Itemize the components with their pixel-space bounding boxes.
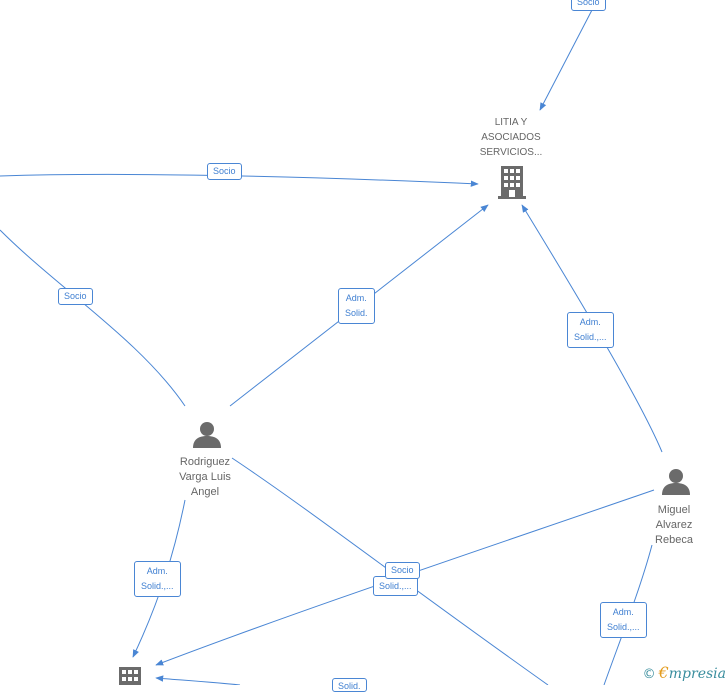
building-icon[interactable] <box>498 166 526 199</box>
building-icon[interactable] <box>119 667 141 685</box>
node-label-miguel[interactable]: Miguel Alvarez Rebeca <box>655 504 693 546</box>
edge-label-line: Solid.,... <box>574 332 607 342</box>
edge-label-socio-upper: Socio <box>207 163 242 180</box>
brand-logo-text: mpresia <box>668 666 726 682</box>
edge-bottom-to-company <box>155 675 241 685</box>
edge-label-socio-top: Socio <box>571 0 606 11</box>
person-icon[interactable] <box>193 422 221 448</box>
edge-label-socio-left: Socio <box>58 288 93 305</box>
person-icon[interactable] <box>662 469 690 495</box>
copyright-icon: © <box>642 667 656 682</box>
node-label-rodriguez[interactable]: Rodriguez Varga Luis Angel <box>179 456 231 498</box>
edge-label-adm-mid: Adm. Solid. <box>338 288 375 324</box>
brand-logo-letter: € <box>658 663 669 682</box>
edge-label-adm-rodriguez: Adm. Solid.,... <box>134 561 181 597</box>
edge-label-solid-bottom: Solid. <box>332 678 367 692</box>
node-label-litia[interactable]: LITIA Y ASOCIADOS SERVICIOS... <box>479 117 543 158</box>
edge-rodriguez-cross <box>231 457 549 685</box>
edge-label-line: Adm. <box>612 607 634 617</box>
edge-label-line: Adm. <box>146 566 168 576</box>
edge-left-socio-to-rodriguez <box>0 229 186 407</box>
edge-label-line: Adm. <box>345 293 367 303</box>
edge-label-socio-cross: Socio <box>385 562 420 579</box>
brand-watermark: ©€mpresia <box>643 663 726 682</box>
edge-top-to-litia <box>539 9 593 111</box>
edge-label-line: Solid.,... <box>607 622 640 632</box>
edge-label-solid-cross: Solid.,... <box>373 576 418 596</box>
edge-label-line: Adm. <box>579 317 601 327</box>
edge-label-line: Solid. <box>345 308 368 318</box>
edge-label-line: Solid.,... <box>141 581 174 591</box>
edge-label-adm-right: Adm. Solid.,... <box>567 312 614 348</box>
edge-label-adm-bottom-right: Adm. Solid.,... <box>600 602 647 638</box>
